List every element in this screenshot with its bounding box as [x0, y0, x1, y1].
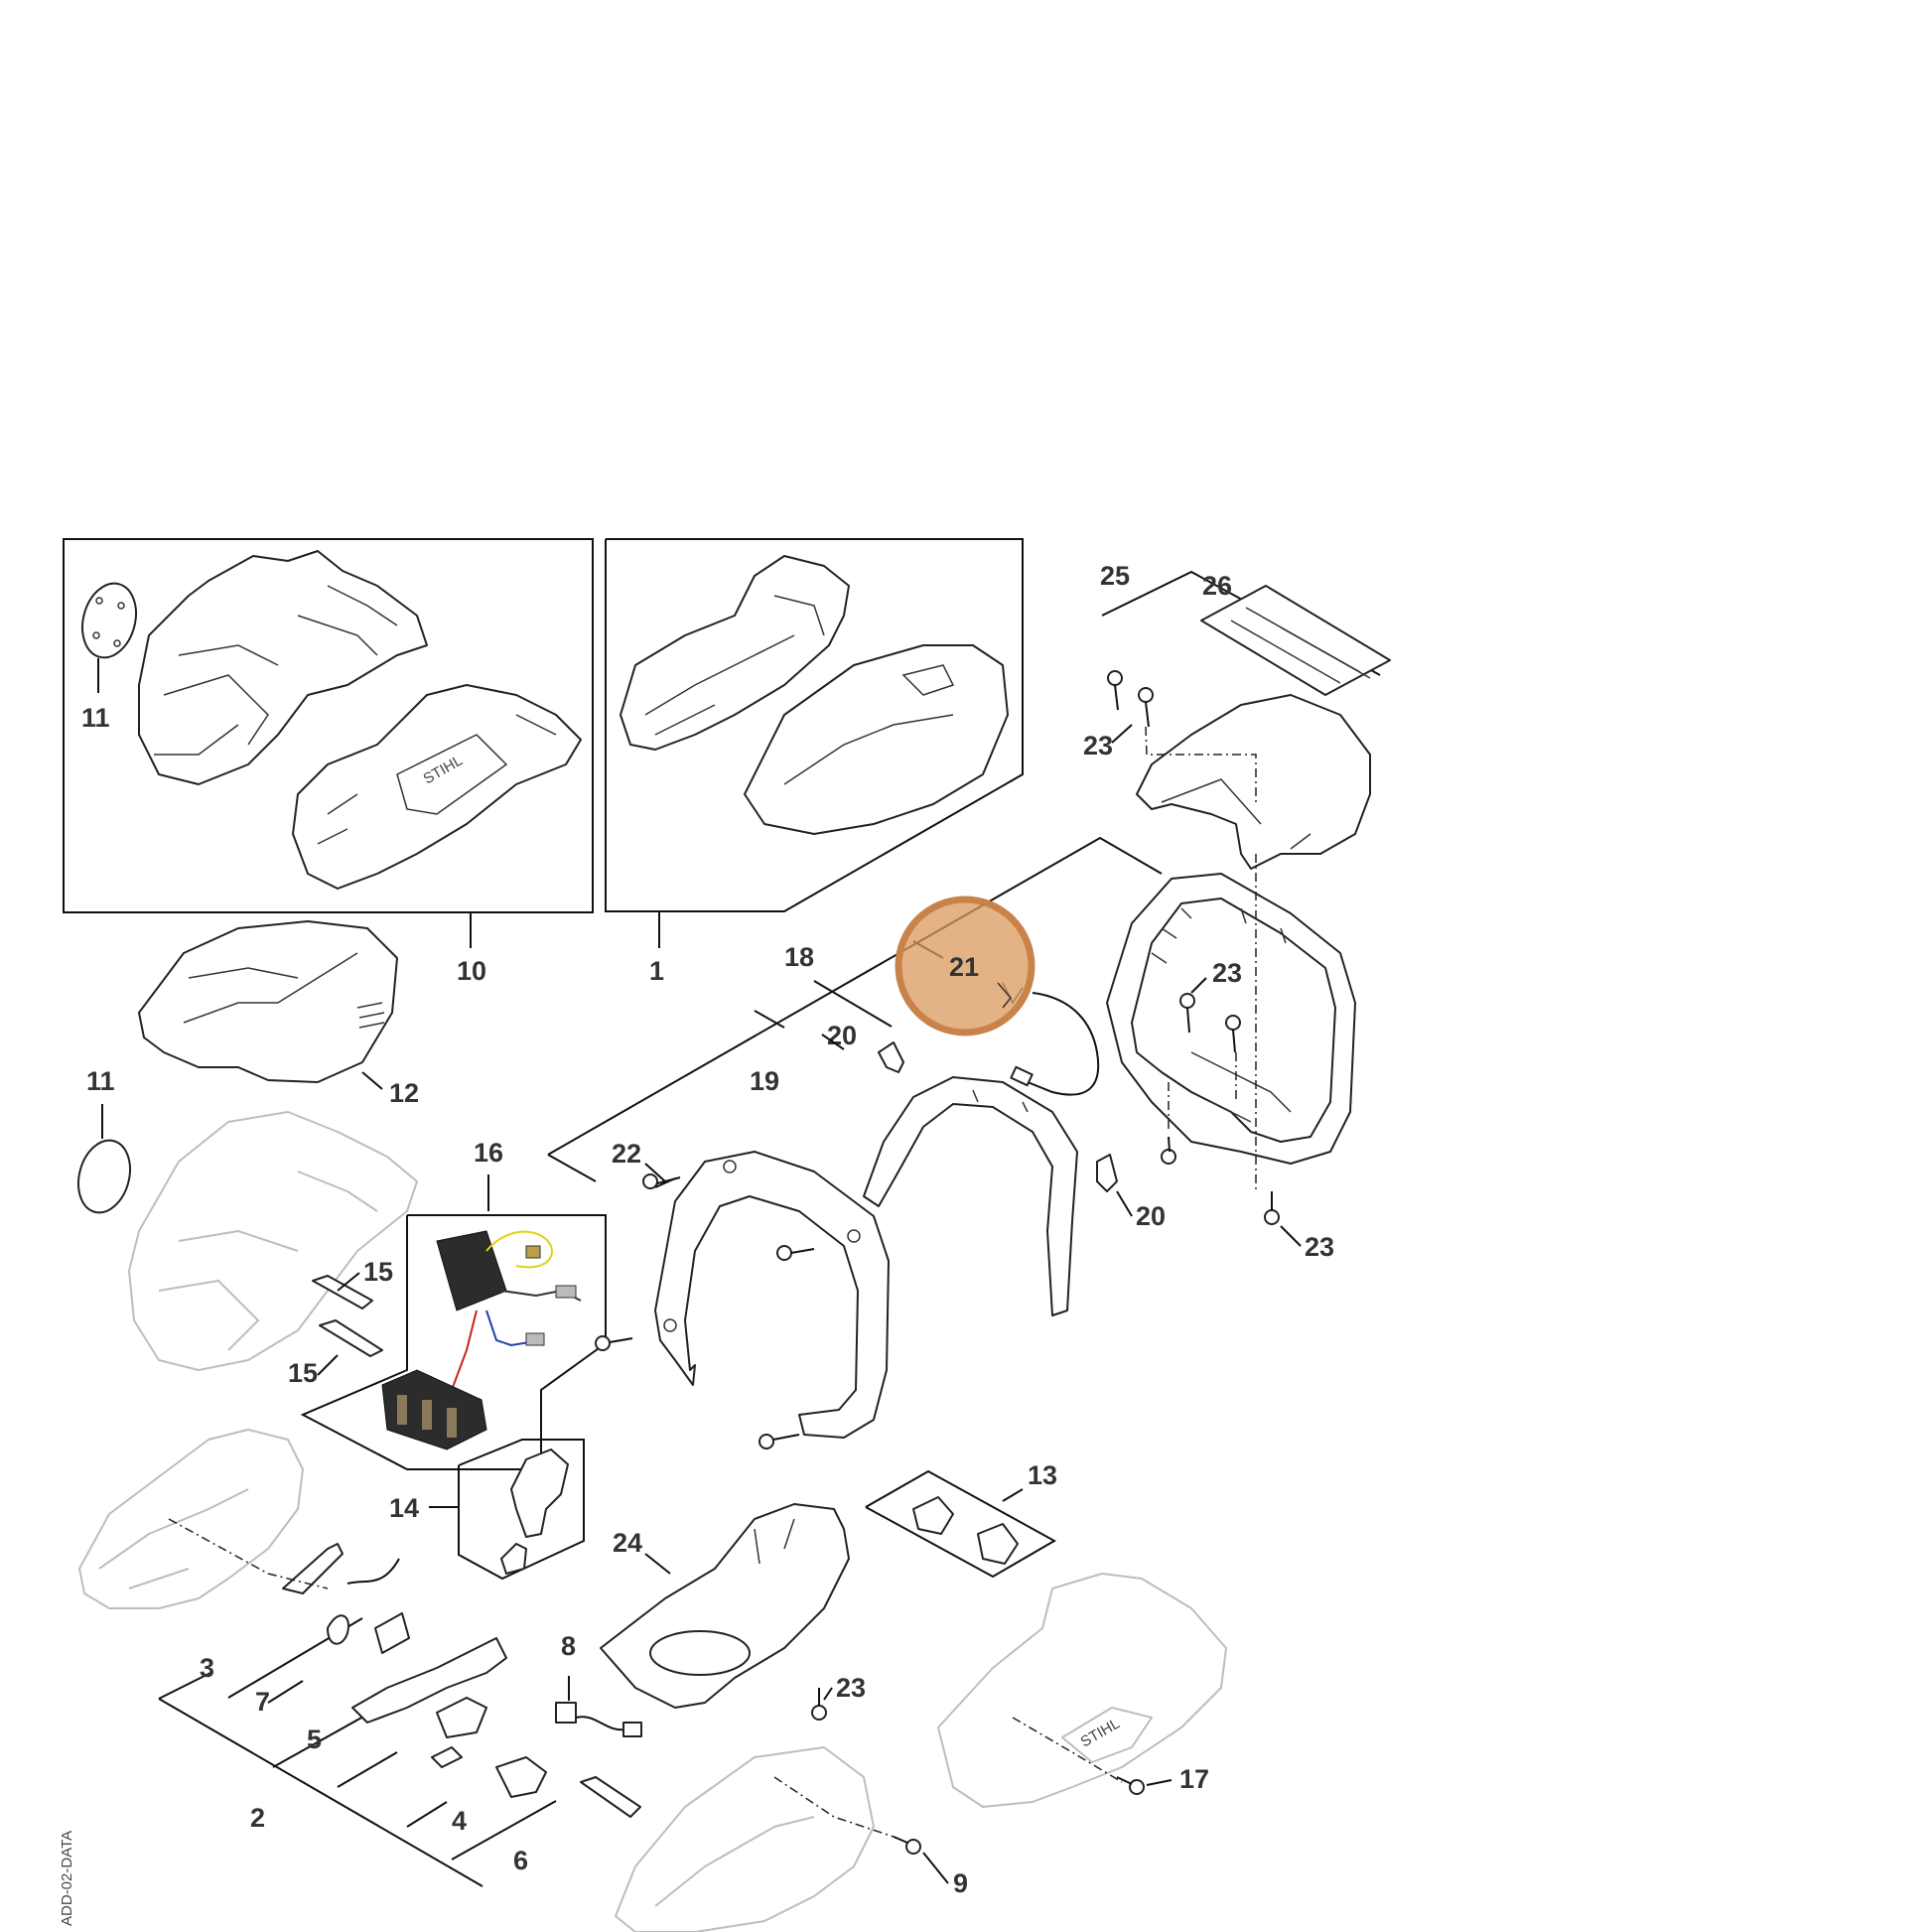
label-10[interactable]: 10 [457, 956, 486, 986]
assembly-box-1 [605, 538, 1024, 948]
label-3[interactable]: 3 [200, 1653, 214, 1683]
screw-23a [1107, 670, 1123, 711]
strips-15 [312, 1275, 383, 1357]
side-reference-code: ADD-02-DATA [59, 1831, 75, 1926]
faint-housing-left [77, 1104, 418, 1371]
screw-handle-b [595, 1335, 633, 1351]
label-18[interactable]: 18 [784, 942, 814, 972]
label-5[interactable]: 5 [307, 1725, 322, 1754]
label-1[interactable]: 1 [649, 956, 664, 986]
label-14[interactable]: 14 [389, 1493, 419, 1523]
assembly-box-10: STIHL [63, 538, 594, 948]
label-9[interactable]: 9 [953, 1868, 968, 1898]
label-26[interactable]: 26 [1202, 571, 1232, 601]
label-19[interactable]: 19 [750, 1066, 779, 1096]
label-4[interactable]: 4 [452, 1806, 467, 1836]
label-17[interactable]: 17 [1179, 1764, 1209, 1794]
label-21[interactable]: 21 [949, 952, 979, 982]
screw-23c [1179, 993, 1195, 1034]
label-11a[interactable]: 11 [81, 703, 110, 733]
screw-23f [1264, 1191, 1280, 1225]
faint-handle-lower [615, 1746, 875, 1932]
label-23c[interactable]: 23 [1305, 1232, 1334, 1262]
pads-13 [912, 1496, 1019, 1565]
label-ticks [317, 724, 1302, 1884]
trigger-mechanism [282, 1543, 641, 1818]
label-11b[interactable]: 11 [86, 1066, 115, 1096]
screw-handle-a [776, 1245, 815, 1261]
faint-housing-lower-left [78, 1429, 304, 1609]
label-8[interactable]: 8 [561, 1631, 576, 1661]
cable-8 [555, 1676, 642, 1737]
screw-handle-c [759, 1434, 800, 1449]
label-23a[interactable]: 23 [1083, 731, 1113, 760]
faint-housing-lower-right: STIHL [937, 1573, 1227, 1808]
screw-9 [893, 1836, 921, 1855]
label-20b[interactable]: 20 [1136, 1201, 1166, 1231]
handle-cover [654, 1151, 890, 1439]
label-20a[interactable]: 20 [827, 1021, 857, 1050]
label-15b[interactable]: 15 [288, 1358, 318, 1388]
label-16[interactable]: 16 [474, 1138, 503, 1168]
base-plate-24 [600, 1503, 850, 1709]
part-labels: 10 1 11 11 12 25 26 23 23 23 23 18 21 20… [81, 561, 1334, 1898]
clips-20 [878, 1041, 1118, 1192]
switch-14 [500, 1449, 569, 1575]
label-23d[interactable]: 23 [836, 1673, 866, 1703]
screw-17 [1116, 1776, 1145, 1795]
screw-23g [811, 1688, 827, 1721]
label-23b[interactable]: 23 [1212, 958, 1242, 988]
screws [595, 670, 1280, 1855]
electronics-16 [381, 1230, 582, 1450]
label-2[interactable]: 2 [250, 1803, 265, 1833]
label-24[interactable]: 24 [613, 1528, 642, 1558]
screw-23e [1161, 1136, 1176, 1165]
highlight-circle-21[interactable] [895, 896, 1035, 1036]
front-handle-bar [863, 1076, 1078, 1316]
guide-lines [168, 726, 1257, 1838]
label-6[interactable]: 6 [513, 1846, 528, 1875]
label-plate-26 [1200, 585, 1391, 696]
screw-23d [1225, 1015, 1241, 1053]
label-7[interactable]: 7 [255, 1687, 270, 1717]
label-15a[interactable]: 15 [363, 1257, 393, 1287]
label-22[interactable]: 22 [612, 1139, 641, 1169]
label-13[interactable]: 13 [1028, 1460, 1057, 1490]
screw-22 [642, 1173, 681, 1189]
label-25[interactable]: 25 [1100, 561, 1130, 591]
top-cover [1136, 694, 1371, 870]
screw-23b [1138, 687, 1154, 728]
cover-12 [138, 920, 398, 1083]
label-12[interactable]: 12 [389, 1078, 419, 1108]
